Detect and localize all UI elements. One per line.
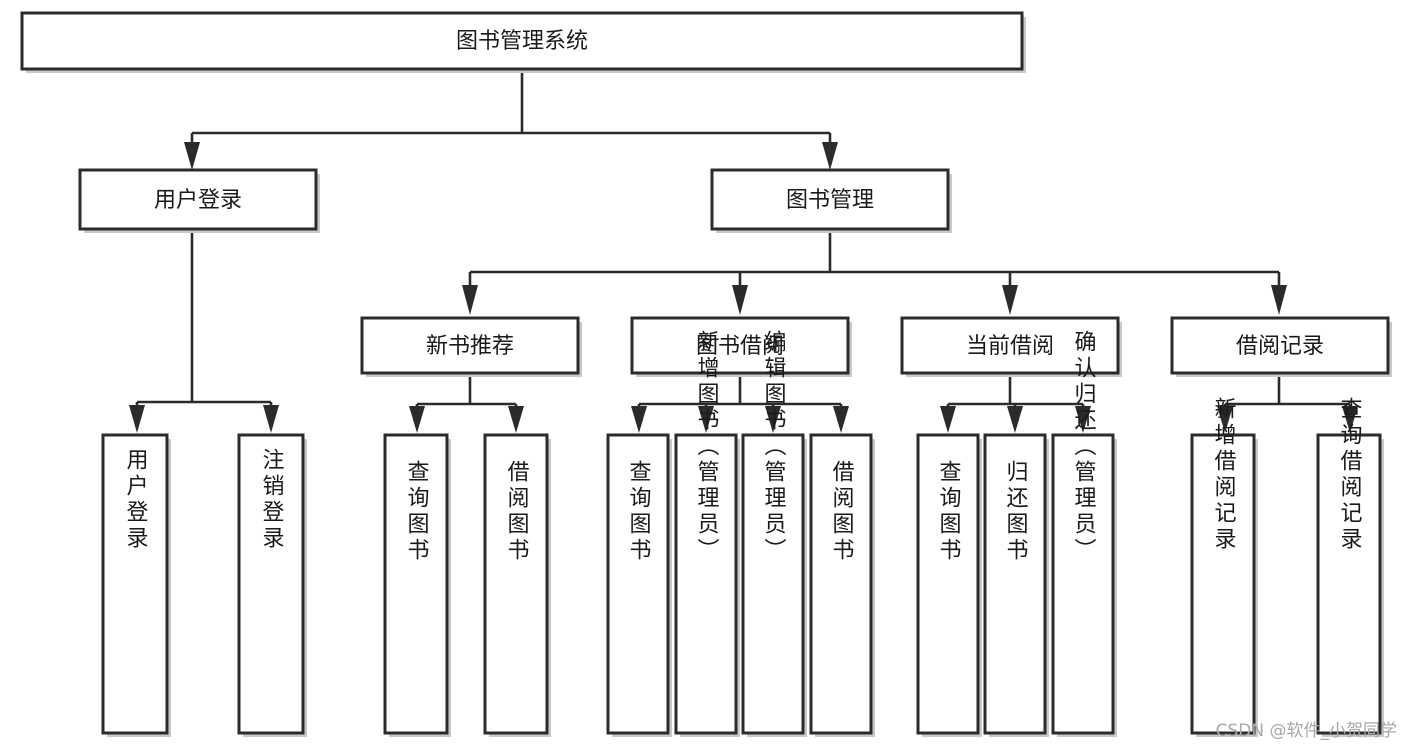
node-leaf-logout[interactable]: 注销登录 — [237, 433, 307, 737]
node-current-borrow-label: 当前借阅 — [966, 334, 1054, 359]
node-leaf-borrow-book-2-box — [809, 433, 873, 735]
arrow-head-leaf-user-login — [129, 405, 145, 433]
arrow-head-user-login — [184, 142, 200, 170]
node-leaf-query-book-1[interactable]: 查询图书 — [383, 433, 451, 737]
node-current-borrow[interactable]: 当前借阅 — [900, 316, 1122, 377]
arrow-head-leaf-logout — [263, 405, 279, 433]
node-layer: 图书管理系统 用户登录 图书管理 新书推荐 图书借阅 当前借阅 — [20, 11, 1392, 737]
node-user-login-box — [78, 168, 318, 231]
node-leaf-return-book[interactable]: 归还图书 — [983, 433, 1049, 737]
node-root-box — [20, 11, 1024, 71]
arrow-head-leaf-add-book — [698, 406, 714, 433]
node-new-book-recommend[interactable]: 新书推荐 — [360, 316, 582, 377]
node-root-label: 图书管理系统 — [456, 29, 588, 54]
node-leaf-confirm-return-box — [1051, 433, 1115, 735]
node-leaf-query-book-1-label: 查询图书 — [404, 460, 430, 564]
arrow-head-book-borrow — [732, 285, 748, 315]
node-leaf-logout-box — [237, 433, 305, 735]
arrow-head-leaf-query-record — [1342, 406, 1358, 433]
node-leaf-borrow-book-2-label: 借阅图书 — [829, 460, 855, 564]
node-leaf-query-book-2[interactable]: 查询图书 — [606, 433, 672, 737]
node-leaf-return-book-box — [983, 433, 1047, 735]
node-leaf-query-record-box — [1316, 433, 1382, 735]
node-book-borrow-box — [630, 316, 850, 375]
node-book-borrow-label: 图书借阅 — [696, 334, 784, 359]
arrow-head-leaf-borrow-book-2 — [833, 406, 849, 433]
node-leaf-add-book[interactable]: 新增图书（管理员） — [674, 330, 740, 737]
node-leaf-edit-book-label: 编辑图书（管理员） — [761, 330, 787, 564]
edge-layer — [129, 73, 1358, 433]
node-leaf-query-book-2-box — [606, 433, 670, 735]
node-borrow-record-box — [1170, 316, 1390, 375]
node-leaf-edit-book-box — [741, 433, 805, 735]
node-leaf-return-book-label: 归还图书 — [1003, 460, 1029, 564]
node-new-book-recommend-box — [360, 316, 580, 375]
node-leaf-logout-label: 注销登录 — [259, 448, 285, 552]
node-leaf-user-login-box — [101, 433, 169, 735]
arrow-head-leaf-borrow-book-1 — [508, 406, 524, 433]
node-book-borrow[interactable]: 图书借阅 — [630, 316, 852, 377]
node-leaf-user-login[interactable]: 用户登录 — [101, 433, 171, 737]
node-leaf-query-record[interactable]: 查询借阅记录 — [1316, 397, 1384, 737]
arrow-head-leaf-return-book — [1007, 406, 1023, 433]
node-user-login-label: 用户登录 — [154, 188, 242, 213]
node-leaf-add-record-label: 新增借阅记录 — [1211, 397, 1237, 553]
node-leaf-borrow-book-1-label: 借阅图书 — [504, 460, 530, 564]
node-leaf-edit-book[interactable]: 编辑图书（管理员） — [741, 330, 807, 737]
node-new-book-recommend-label: 新书推荐 — [426, 334, 514, 359]
arrow-head-new-book-recommend — [462, 285, 478, 315]
node-leaf-query-record-label: 查询借阅记录 — [1337, 397, 1363, 553]
arrow-head-leaf-query-book-1 — [409, 406, 425, 433]
node-leaf-add-book-box — [674, 433, 738, 735]
node-borrow-record[interactable]: 借阅记录 — [1170, 316, 1392, 377]
node-leaf-borrow-book-1-box — [483, 433, 549, 735]
arrow-head-leaf-query-book-2 — [631, 406, 647, 433]
arrow-head-current-borrow — [1002, 285, 1018, 315]
node-leaf-add-record-box — [1190, 433, 1256, 735]
node-leaf-confirm-return[interactable]: 确认归还（管理员） — [1051, 330, 1117, 737]
node-current-borrow-box — [900, 316, 1120, 375]
node-leaf-query-book-3-box — [916, 433, 980, 735]
arrow-head-leaf-confirm-return — [1075, 406, 1091, 433]
node-leaf-borrow-book-1[interactable]: 借阅图书 — [483, 433, 551, 737]
node-book-management[interactable]: 图书管理 — [710, 168, 952, 233]
node-leaf-confirm-return-label: 确认归还（管理员） — [1071, 330, 1097, 564]
node-leaf-add-book-label: 新增图书（管理员） — [694, 330, 720, 564]
node-leaf-query-book-3[interactable]: 查询图书 — [916, 433, 982, 737]
arrow-head-borrow-record — [1271, 285, 1287, 315]
node-user-login[interactable]: 用户登录 — [78, 168, 320, 233]
node-leaf-query-book-2-label: 查询图书 — [626, 460, 652, 564]
node-leaf-user-login-label: 用户登录 — [123, 448, 149, 552]
node-leaf-add-record[interactable]: 新增借阅记录 — [1190, 397, 1258, 737]
arrow-head-leaf-add-record — [1217, 406, 1233, 433]
arrow-head-leaf-query-book-3 — [940, 406, 956, 433]
node-root[interactable]: 图书管理系统 — [20, 11, 1026, 73]
node-borrow-record-label: 借阅记录 — [1236, 334, 1324, 359]
node-leaf-query-book-1-box — [383, 433, 449, 735]
arrow-head-book-mgmt — [822, 142, 838, 170]
node-leaf-query-book-3-label: 查询图书 — [936, 460, 962, 564]
node-book-management-box — [710, 168, 950, 231]
node-leaf-borrow-book-2[interactable]: 借阅图书 — [809, 433, 875, 737]
arrow-head-leaf-edit-book — [765, 406, 781, 433]
node-book-management-label: 图书管理 — [786, 188, 874, 213]
